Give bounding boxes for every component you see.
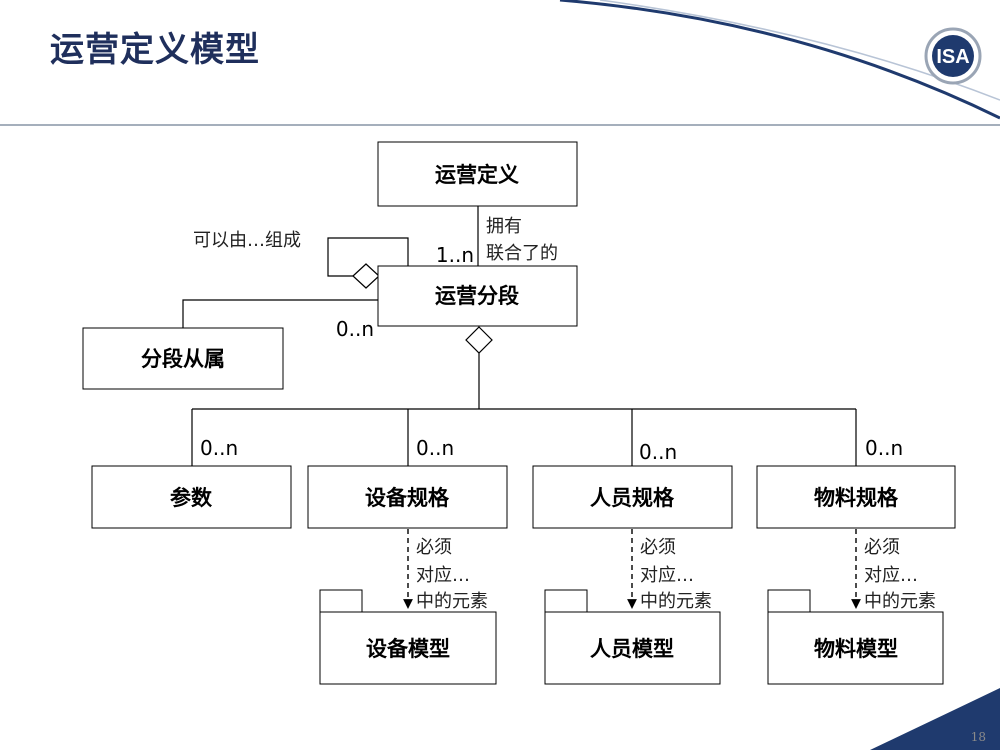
box-personnel-model: 人员模型 [544,611,721,685]
multiplicity-personnel: 0..n [639,440,677,464]
corner-banner [870,688,1000,750]
package-tabs [319,589,811,613]
svg-text:参数: 参数 [170,486,213,510]
dependency-arrows [403,529,861,609]
slide-title: 运营定义模型 [50,30,260,70]
multiplicity-dependency: 0..n [336,317,374,341]
box-personnel-spec: 人员规格 [532,465,733,529]
label-has-line1: 拥有 [486,216,522,237]
svg-text:设备模型: 设备模型 [366,637,450,661]
note-equipment: 必须 对应… 中的元素 [416,537,488,612]
page-number: 18 [970,730,986,744]
box-material-spec: 物料规格 [756,465,956,529]
label-has-line2: 联合了的 [486,243,558,264]
note-personnel: 必须 对应… 中的元素 [640,537,712,612]
box-equipment-spec: 设备规格 [307,465,508,529]
multiplicity-parameter: 0..n [200,436,238,460]
svg-text:必须: 必须 [864,537,900,558]
svg-text:运营分段: 运营分段 [435,284,519,308]
svg-text:对应…: 对应… [416,565,470,586]
aggregation-diamond-segment [465,326,493,354]
svg-text:必须: 必须 [416,537,452,558]
header-decoration [0,0,1000,126]
box-operations-segment: 运营分段 [377,265,578,327]
box-material-model: 物料模型 [767,611,944,685]
box-operations-definition: 运营定义 [377,141,578,207]
svg-text:物料模型: 物料模型 [814,637,898,661]
svg-text:人员模型: 人员模型 [590,637,674,661]
multiplicity-equipment: 0..n [416,436,454,460]
isa-logo: ISA [924,27,982,85]
box-parameter: 参数 [91,465,292,529]
box-segment-dependency: 分段从属 [82,327,284,390]
svg-text:物料规格: 物料规格 [814,486,899,510]
svg-text:对应…: 对应… [640,565,694,586]
svg-text:中的元素: 中的元素 [640,591,712,612]
note-material: 必须 对应… 中的元素 [864,537,936,612]
multiplicity-material: 0..n [865,436,903,460]
svg-text:人员规格: 人员规格 [590,486,675,510]
svg-text:中的元素: 中的元素 [864,591,936,612]
box-equipment-model: 设备模型 [319,611,497,685]
aggregation-diamond-self [352,263,380,289]
svg-text:设备规格: 设备规格 [365,486,450,510]
svg-text:分段从属: 分段从属 [141,347,225,371]
svg-text:对应…: 对应… [864,565,918,586]
svg-text:中的元素: 中的元素 [416,591,488,612]
multiplicity-segment: 1..n [436,243,474,267]
svg-text:必须: 必须 [640,537,676,558]
svg-text:运营定义: 运营定义 [435,163,519,187]
logo-text: ISA [936,46,969,68]
label-self-composition: 可以由…组成 [193,230,301,251]
